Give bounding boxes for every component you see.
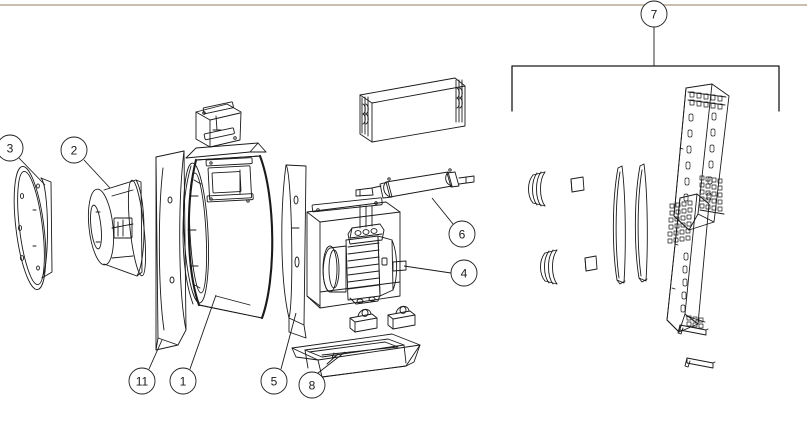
callout-leader <box>403 265 452 274</box>
callout-circle[interactable] <box>640 0 668 28</box>
callout-circle[interactable] <box>169 367 197 395</box>
part-mounting-strap-upper <box>677 324 709 336</box>
part-side-panel-left <box>155 150 187 351</box>
callout-circle[interactable] <box>260 367 288 395</box>
part-base-pan <box>291 333 421 378</box>
callout-leader <box>431 197 454 225</box>
callout-circle[interactable] <box>448 220 476 248</box>
callout-leader <box>83 159 111 189</box>
part-blower-wheel <box>87 179 147 277</box>
part-end-cover-disc <box>13 165 53 291</box>
part-motor-clamps <box>349 305 416 333</box>
part-curved-rail-left <box>612 165 626 285</box>
part-motor-frame <box>306 197 401 309</box>
callout-circle[interactable] <box>298 371 326 399</box>
part-coil-spring-upper <box>528 171 546 207</box>
callout-circle[interactable] <box>128 367 156 395</box>
part-mounting-strap-lower <box>684 357 716 369</box>
callout-circle[interactable] <box>0 134 24 162</box>
group-7-bracket <box>511 65 780 112</box>
callout-leader <box>148 339 163 370</box>
part-side-panel-right <box>281 164 307 339</box>
part-finned-coil <box>359 77 466 143</box>
part-curved-rail-right <box>634 163 648 283</box>
part-top-cover-plate <box>195 101 242 148</box>
part-perforated-panel-large <box>673 83 730 231</box>
callout-leader <box>280 312 297 370</box>
part-coil-spring-lower <box>540 249 558 285</box>
part-fan-scroll-housing <box>182 142 274 320</box>
balloon-2[interactable]: 2 <box>60 136 111 189</box>
part-cylindrical-damper <box>355 168 475 199</box>
part-perforated-panel-small <box>666 193 710 333</box>
part-square-block-upper <box>570 176 585 193</box>
callout-leader <box>189 294 217 370</box>
callout-leader <box>18 157 46 186</box>
part-electric-motor <box>322 205 407 305</box>
callout-circle[interactable] <box>60 136 88 164</box>
callout-circle[interactable] <box>450 259 478 287</box>
callout-leader <box>317 351 346 374</box>
part-square-block-lower <box>584 255 598 272</box>
